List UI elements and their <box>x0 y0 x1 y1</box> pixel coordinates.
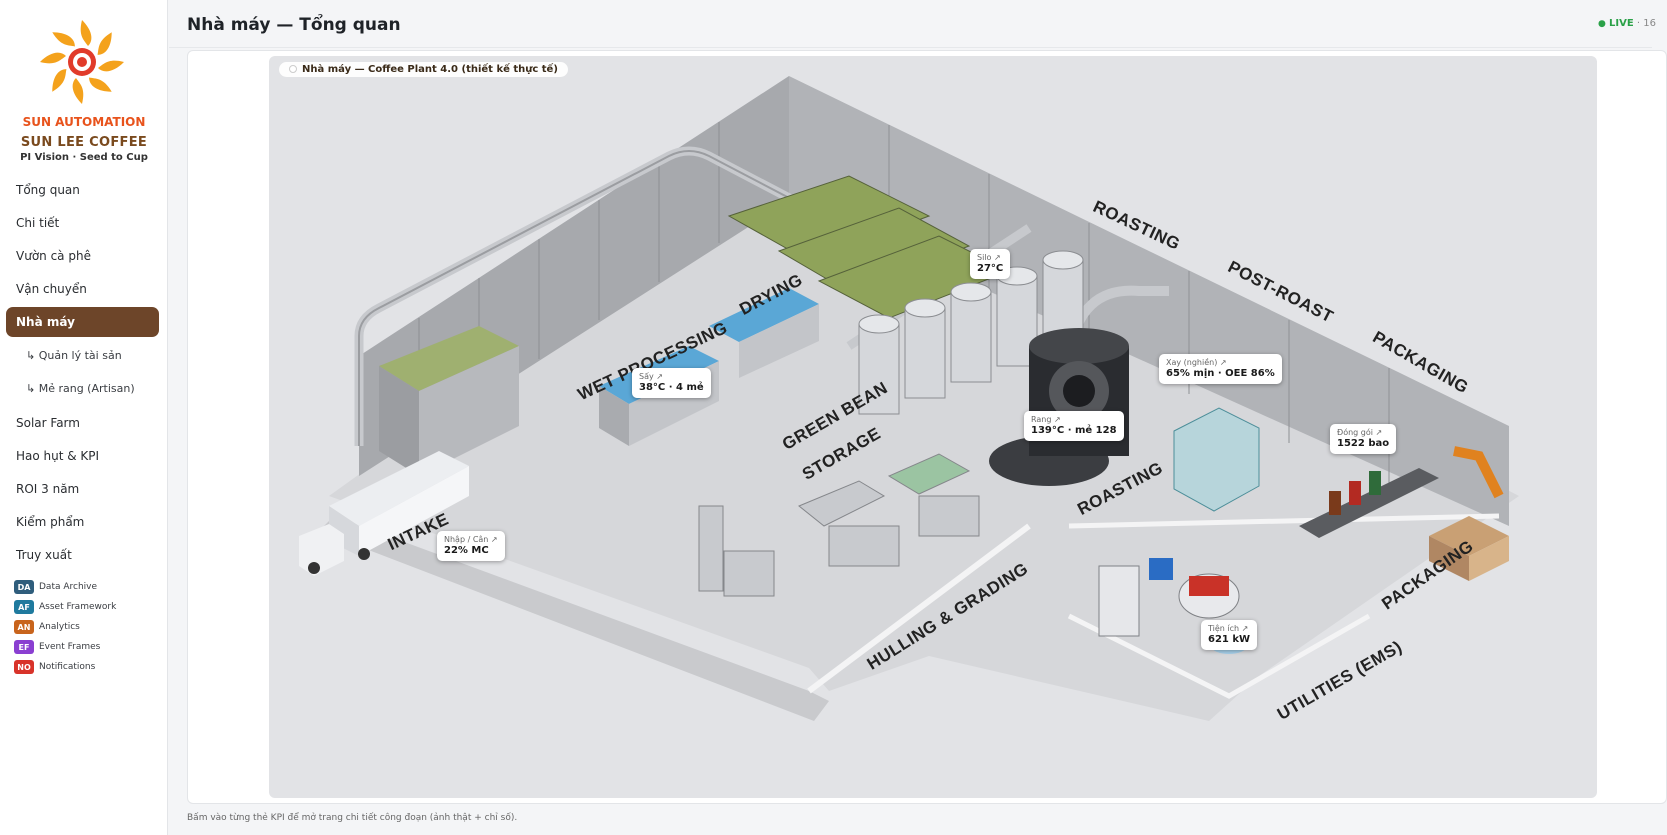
kpi-value: 38°C · 4 mẻ <box>639 382 704 393</box>
pi-module-notifications[interactable]: NO Notifications <box>14 660 95 674</box>
pi-module-label: Analytics <box>39 622 80 632</box>
pi-module-data-archive[interactable]: DA Data Archive <box>14 580 97 594</box>
nav-item-coffee-farm[interactable]: Vườn cà phê <box>16 249 91 263</box>
pi-module-event-frames[interactable]: EF Event Frames <box>14 640 100 654</box>
plant-illustration: Nhà máy — Coffee Plant 4.0 (thiết kế thự… <box>269 56 1597 798</box>
kpi-value: 621 kW <box>1208 634 1251 645</box>
kpi-label: Xay (nghiền) ↗ <box>1166 358 1227 367</box>
nav-item-roast-batches[interactable]: ↳ Mẻ rang (Artisan) <box>26 381 135 395</box>
pi-module-label: Notifications <box>39 662 96 672</box>
brand-company: SUN AUTOMATION <box>22 115 146 129</box>
sun-logo-icon <box>40 20 124 104</box>
kpi-value: 65% mịn · OEE 86% <box>1166 368 1275 379</box>
pi-module-asset-framework[interactable]: AF Asset Framework <box>14 600 116 614</box>
nav-item-traceability[interactable]: Truy xuất <box>16 548 72 562</box>
nav-item-transport[interactable]: Vận chuyển <box>16 282 87 296</box>
sidebar: SUN AUTOMATION SUN LEE COFFEE PI Vision … <box>0 0 168 835</box>
kpi-card-dryer[interactable]: Sấy ↗ 38°C · 4 mẻ <box>632 368 711 398</box>
kpi-card-silo[interactable]: Silo ↗ 27°C <box>970 249 1011 279</box>
brand-client: SUN LEE COFFEE <box>20 135 148 150</box>
kpi-card-roast[interactable]: Rang ↗ 139°C · mẻ 128 <box>1024 411 1124 441</box>
nav-item-factory[interactable]: Nhà máy <box>6 307 159 337</box>
pi-module-label: Event Frames <box>39 642 101 652</box>
pi-badge-da: DA <box>14 580 34 594</box>
pi-module-label: Data Archive <box>39 582 98 592</box>
plant-3d-drawing <box>299 76 1519 721</box>
live-dot-icon: ● <box>1598 19 1606 29</box>
nav-item-roi[interactable]: ROI 3 năm <box>16 482 80 496</box>
kpi-value: 27°C <box>977 263 1004 274</box>
live-label: LIVE <box>1609 18 1634 29</box>
kpi-value: 1522 bao <box>1337 438 1390 449</box>
kpi-label: Rang ↗ <box>1031 415 1061 424</box>
brand-tagline: PI Vision · Seed to Cup <box>20 152 148 163</box>
nav-item-loss-kpi[interactable]: Hao hụt & KPI <box>16 449 100 463</box>
header-divider <box>169 47 1652 48</box>
kpi-label: Nhập / Cân ↗ <box>444 535 498 544</box>
kpi-label: Tiện ích ↗ <box>1208 624 1249 633</box>
pi-badge-ef: EF <box>14 640 34 654</box>
kpi-label: Sấy ↗ <box>639 372 663 381</box>
plant-caption: Nhà máy — Coffee Plant 4.0 (thiết kế thự… <box>279 62 568 77</box>
kpi-value: 22% MC <box>444 545 489 556</box>
pi-module-label: Asset Framework <box>39 602 117 612</box>
kpi-card-grind[interactable]: Xay (nghiền) ↗ 65% mịn · OEE 86% <box>1159 354 1282 384</box>
nav-item-quality-check[interactable]: Kiểm phẩm <box>16 515 85 529</box>
pi-badge-an: AN <box>14 620 34 634</box>
nav-item-asset-management[interactable]: ↳ Quản lý tài sản <box>26 348 122 362</box>
kpi-card-packaging[interactable]: Đóng gói ↗ 1522 bao <box>1330 424 1397 454</box>
pi-badge-af: AF <box>14 600 34 614</box>
nav-item-details[interactable]: Chi tiết <box>16 216 60 230</box>
page-title: Nhà máy — Tổng quan <box>187 15 401 35</box>
kpi-label: Đóng gói ↗ <box>1337 428 1383 437</box>
footnote: Bấm vào từng thẻ KPI để mở trang chi tiế… <box>187 813 518 823</box>
kpi-card-utilities[interactable]: Tiện ích ↗ 621 kW <box>1201 620 1258 650</box>
kpi-label: Silo ↗ <box>977 253 1001 262</box>
nav-item-solar-farm[interactable]: Solar Farm <box>16 416 80 430</box>
pi-module-analytics[interactable]: AN Analytics <box>14 620 80 634</box>
pi-badge-no: NO <box>14 660 34 674</box>
live-status: ● LIVE · 16 <box>1598 18 1656 29</box>
kpi-card-intake[interactable]: Nhập / Cân ↗ 22% MC <box>437 531 505 561</box>
live-time: · 16 <box>1636 18 1656 29</box>
kpi-value: 139°C · mẻ 128 <box>1031 425 1117 436</box>
nav-item-overview[interactable]: Tổng quan <box>16 183 80 197</box>
